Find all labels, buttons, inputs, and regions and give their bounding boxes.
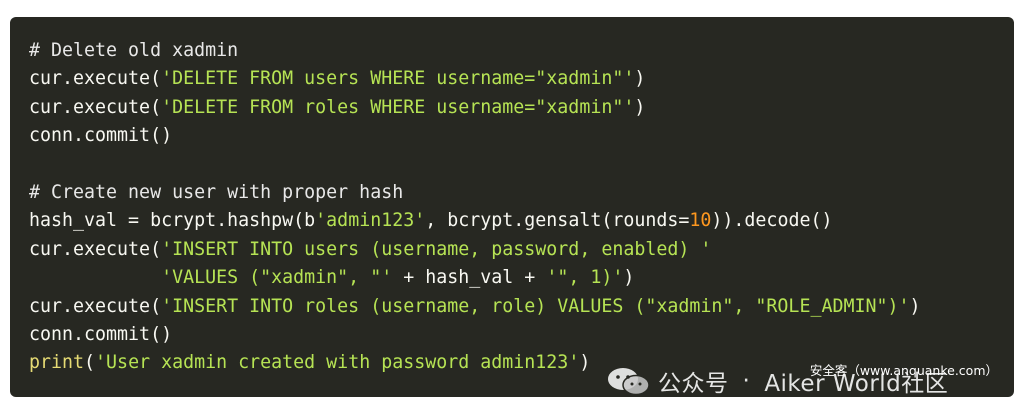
code-token-string: 'VALUES ("xadmin", "' (161, 267, 393, 289)
code-token-plain: ) (634, 96, 646, 118)
source-note: 安全客（www.anquanke.com） (809, 363, 998, 378)
watermark: 公众号 · Aiker World社区 (606, 364, 948, 397)
code-token-comment: # Delete old xadmin (29, 40, 239, 61)
watermark-channel: 公众号 (658, 371, 729, 397)
code-token-string: 'INSERT INTO roles (username, role) VALU… (161, 295, 910, 317)
code-token-plain: conn.commit() (29, 323, 173, 345)
code-token-string: 'INSERT INTO users (username, password, … (161, 238, 712, 260)
code-line: cur.execute('DELETE FROM roles WHERE use… (29, 94, 921, 122)
code-line: # Delete old xadmin (29, 37, 921, 65)
code-token-plain: ( (84, 352, 96, 374)
code-token-string: 'DELETE FROM users WHERE username="xadmi… (161, 68, 635, 90)
code-token-number: 10 (689, 210, 712, 232)
code-token-plain: ) (909, 295, 921, 317)
code-line: # Create new user with proper hash (29, 179, 921, 207)
code-token-plain: , bcrypt.gensalt(rounds= (425, 210, 690, 232)
code-line (29, 151, 921, 179)
code-token-string: 'admin123' (315, 210, 426, 232)
watermark-separator: · (742, 368, 751, 394)
code-token-plain: + hash_val + (392, 267, 547, 289)
code-token-string: '", 1)' (546, 267, 624, 289)
code-token-string: 'User xadmin created with password admin… (95, 352, 580, 374)
code-line: conn.commit() (29, 321, 921, 349)
code-line: 'VALUES ("xadmin", "' + hash_val + '", 1… (29, 264, 921, 292)
code-token-plain: hash_val = bcrypt.hashpw(b (29, 210, 316, 232)
watermark-name: Aiker World社区 (764, 371, 949, 397)
code-line: print('User xadmin created with password… (29, 349, 921, 377)
code-token-plain: ) (623, 267, 635, 289)
code-line: conn.commit() (29, 122, 921, 150)
code-token-plain (29, 267, 161, 288)
code-token-builtin: print (29, 352, 85, 374)
code-line: cur.execute('INSERT INTO roles (username… (29, 293, 921, 321)
code-line: cur.execute('INSERT INTO users (username… (29, 236, 921, 264)
code-token-plain: ) (579, 352, 591, 374)
code-token-plain: conn.commit() (29, 125, 173, 147)
code-token-plain: )).decode() (711, 210, 833, 232)
code-line: hash_val = bcrypt.hashpw(b'admin123', bc… (29, 207, 921, 235)
wechat-official-account-icon (608, 368, 650, 396)
code-token-plain: cur.execute( (29, 96, 162, 118)
code-token-comment: # Create new user with proper hash (29, 181, 404, 203)
code-line: cur.execute('DELETE FROM users WHERE use… (29, 65, 921, 93)
code-token-plain: cur.execute( (29, 238, 162, 260)
code-token-plain: cur.execute( (29, 68, 162, 90)
code-token-plain: cur.execute( (29, 295, 162, 317)
code-token-string: 'DELETE FROM roles WHERE username="xadmi… (161, 96, 635, 118)
code-token-plain: ) (634, 68, 646, 90)
